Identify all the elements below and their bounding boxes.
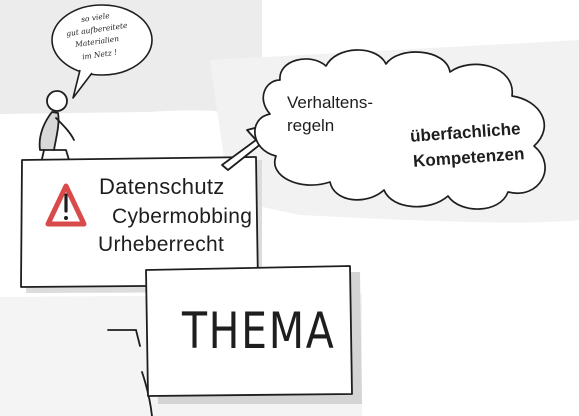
- speech-bubble: [51, 4, 153, 99]
- cloud-regeln: regeln: [287, 116, 335, 135]
- topic-label: THEMA: [182, 302, 336, 360]
- cloud-shape: [254, 49, 546, 210]
- cloud-verhaltens: Verhaltens-: [287, 93, 373, 112]
- item-datenschutz: Datenschutz: [99, 174, 225, 199]
- item-urheberrecht: Urheberrecht: [98, 233, 225, 256]
- warning-triangle-icon: [45, 183, 87, 227]
- topic-sign: [145, 265, 353, 397]
- item-cybermobbing: Cybermobbing: [112, 205, 253, 228]
